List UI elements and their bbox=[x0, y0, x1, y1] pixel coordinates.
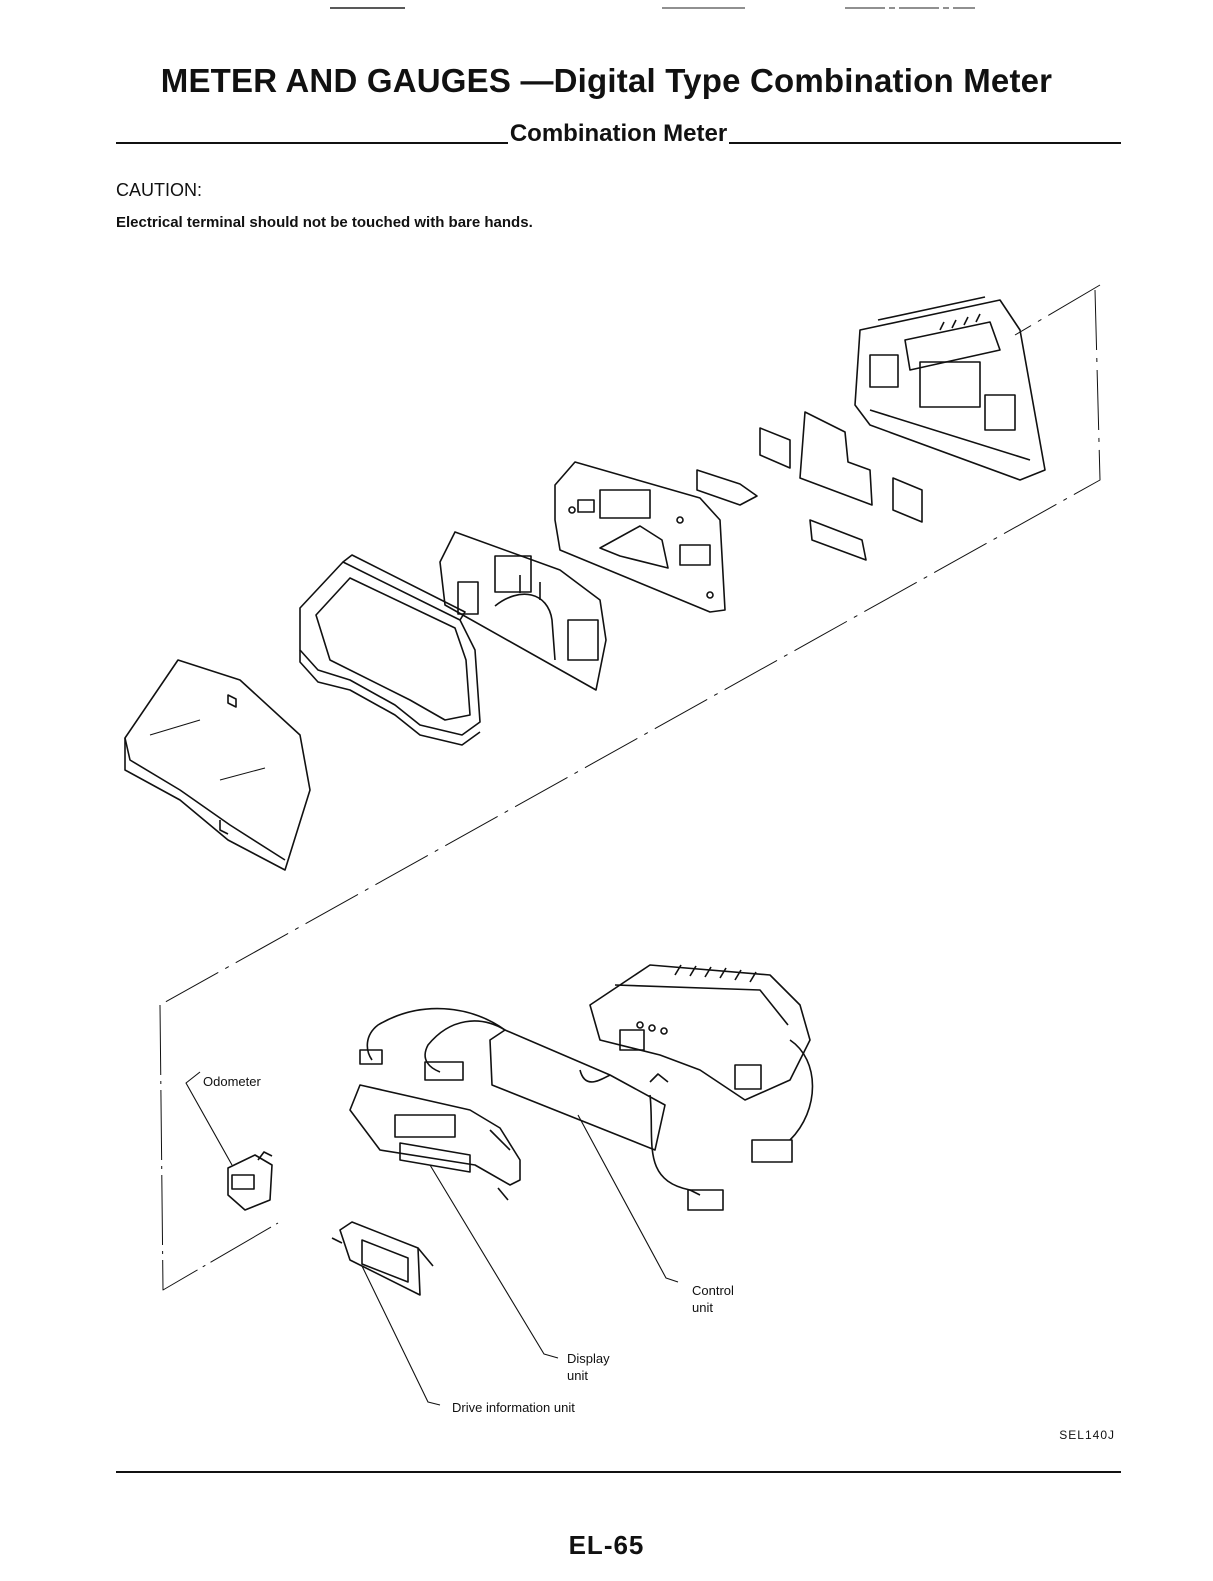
odometer-label: Odometer bbox=[203, 1073, 261, 1090]
front-cover bbox=[125, 660, 310, 870]
control-unit-label-line1: Control bbox=[692, 1282, 734, 1299]
control-unit-label-line2: unit bbox=[692, 1299, 734, 1316]
heading-rule-left bbox=[116, 142, 508, 144]
control-unit-label: Control unit bbox=[692, 1282, 734, 1316]
odometer bbox=[228, 1152, 272, 1210]
cover-plate bbox=[697, 412, 922, 560]
printed-circuit-board bbox=[555, 462, 725, 612]
caution-text: Electrical terminal should not be touche… bbox=[116, 214, 533, 231]
exploded-view-diagram bbox=[0, 240, 1213, 1420]
section-title: Combination Meter bbox=[508, 120, 729, 148]
page-number: EL-65 bbox=[0, 1530, 1213, 1561]
drive-information-unit-label: Drive information unit bbox=[452, 1399, 575, 1416]
display-unit bbox=[350, 1085, 520, 1200]
display-unit-label-line2: unit bbox=[567, 1367, 610, 1384]
section-heading: Combination Meter bbox=[116, 120, 1121, 148]
display-unit-label: Display unit bbox=[567, 1350, 610, 1384]
display-unit-label-line1: Display bbox=[567, 1350, 610, 1367]
page-title: METER AND GAUGES —Digital Type Combinati… bbox=[0, 62, 1213, 100]
assembly-boundary bbox=[160, 285, 1100, 1005]
drive-information-unit bbox=[332, 1222, 433, 1295]
figure-code: SEL140J bbox=[1059, 1428, 1115, 1442]
footer-rule bbox=[116, 1471, 1121, 1473]
caution-label: CAUTION: bbox=[116, 180, 202, 201]
rear-case bbox=[855, 297, 1045, 480]
subassembly-boundary bbox=[160, 1005, 278, 1290]
meter-frame bbox=[300, 555, 480, 745]
heading-rule-right bbox=[729, 142, 1121, 144]
control-unit bbox=[360, 965, 813, 1210]
scan-marks bbox=[0, 0, 1213, 20]
dial-plate bbox=[440, 532, 606, 690]
